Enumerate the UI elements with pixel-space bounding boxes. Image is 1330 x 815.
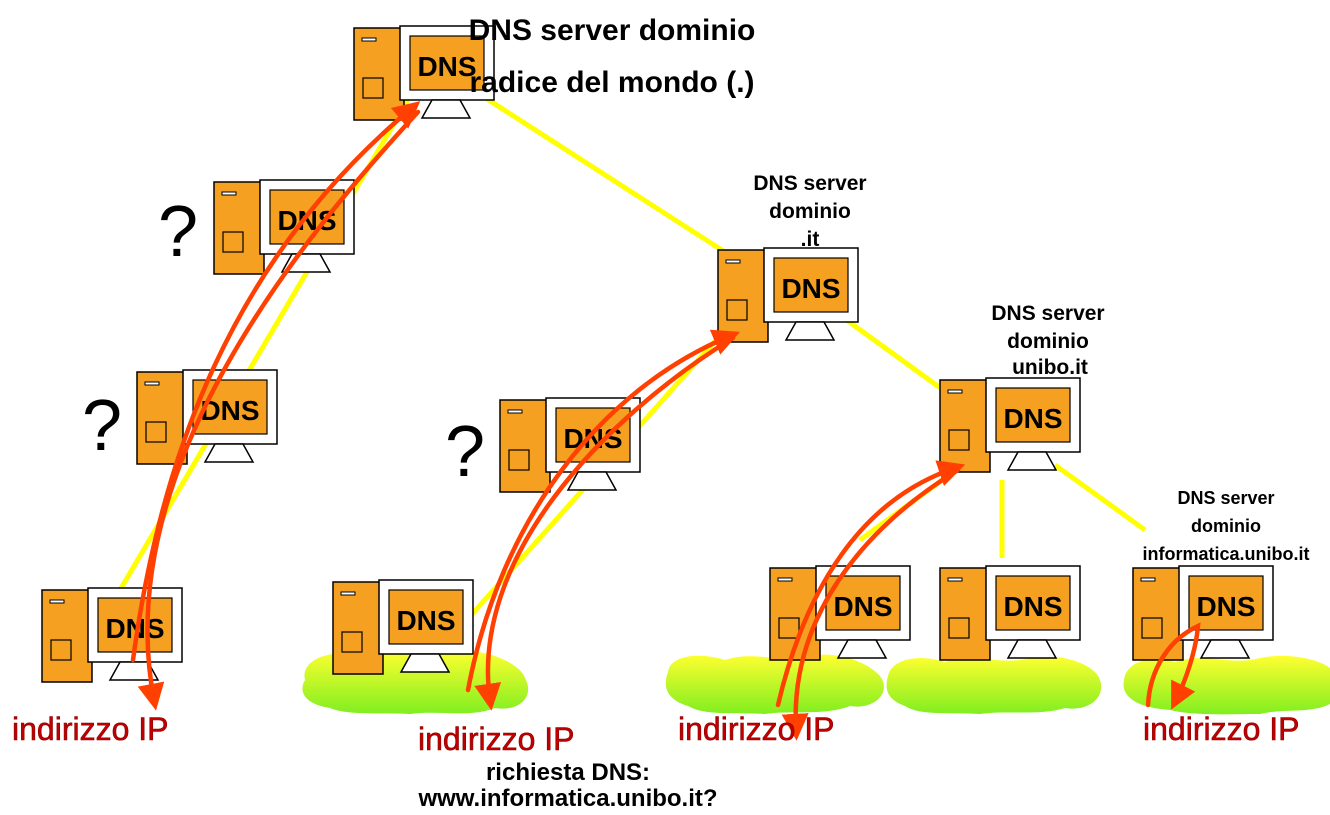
link-root-local xyxy=(117,98,411,592)
query-arrows xyxy=(130,101,1201,741)
informatica-server-caption-line3: informatica.unibo.it xyxy=(1142,544,1309,564)
informatica-server-caption: DNS server dominio informatica.unibo.it xyxy=(1142,488,1309,564)
server-unknown-1-label: DNS xyxy=(277,205,336,236)
server-it: DNS xyxy=(717,247,859,343)
query-path-3-up xyxy=(775,460,966,708)
network-cloud-3 xyxy=(886,656,1102,714)
query-path-4 xyxy=(1145,622,1201,710)
query-path-1-down xyxy=(137,109,421,711)
it-server-caption-line2: dominio xyxy=(769,200,851,223)
network-cloud-4 xyxy=(1123,655,1330,715)
server-root-label: DNS xyxy=(417,51,476,82)
server-informatica: DNS xyxy=(1132,565,1274,661)
query-path-2-down xyxy=(474,335,736,711)
dns-request-caption-line1: richiesta DNS: xyxy=(486,759,650,786)
query-path-2-up xyxy=(465,329,740,693)
unknown-server-question-mark-1: ? xyxy=(158,192,198,272)
root-server-caption-line1: DNS server dominio xyxy=(469,14,756,47)
dns-request-caption: richiesta DNS: www.informatica.unibo.it? xyxy=(417,759,717,812)
hierarchy-links xyxy=(117,85,1147,624)
dns-request-caption-line2: www.informatica.unibo.it? xyxy=(417,785,717,812)
server-local-3-label: DNS xyxy=(833,591,892,622)
server-local-2: DNS xyxy=(332,579,474,675)
informatica-server-caption-line1: DNS server xyxy=(1177,488,1274,508)
link-root-it xyxy=(468,85,747,268)
server-root: DNS xyxy=(353,25,495,121)
unibo-server-caption-line1: DNS server xyxy=(991,302,1104,325)
informatica-server-caption-line2: dominio xyxy=(1191,516,1261,536)
server-it-label: DNS xyxy=(781,273,840,304)
server-unibo: DNS xyxy=(939,377,1081,473)
link-unibo-info xyxy=(1053,462,1147,533)
server-informatica-label: DNS xyxy=(1196,591,1255,622)
unibo-server-caption-line3: unibo.it xyxy=(1012,356,1088,379)
it-server-caption-line3: .it xyxy=(801,228,820,251)
server-local-1: DNS xyxy=(41,587,183,683)
ip-address-label-1: indirizzo IP xyxy=(12,711,169,747)
root-server-caption-line2: radice del mondo (.) xyxy=(469,66,754,99)
ip-address-label-3: indirizzo IP xyxy=(678,711,835,747)
server-local-3: DNS xyxy=(769,565,911,661)
it-server-caption-line1: DNS server xyxy=(753,172,866,195)
server-unibo-label: DNS xyxy=(1003,403,1062,434)
ip-address-label-4: indirizzo IP xyxy=(1143,711,1300,747)
unibo-server-caption: DNS server dominio unibo.it xyxy=(991,302,1104,379)
server-local-4: DNS xyxy=(939,565,1081,661)
server-unknown-1: DNS xyxy=(213,179,355,275)
server-local-4-label: DNS xyxy=(1003,591,1062,622)
unknown-server-question-mark-3: ? xyxy=(445,412,485,492)
network-cloud-2 xyxy=(665,654,884,714)
ip-address-label-2: indirizzo IP xyxy=(418,721,575,757)
server-local-2-label: DNS xyxy=(396,605,455,636)
query-path-3-down xyxy=(781,467,961,741)
unknown-server-question-mark-2: ? xyxy=(82,386,122,466)
root-server-caption: DNS server dominio radice del mondo (.) xyxy=(469,14,756,99)
query-path-1-up xyxy=(130,101,421,663)
it-server-caption: DNS server dominio .it xyxy=(753,172,866,251)
unibo-server-caption-line2: dominio xyxy=(1007,330,1089,353)
